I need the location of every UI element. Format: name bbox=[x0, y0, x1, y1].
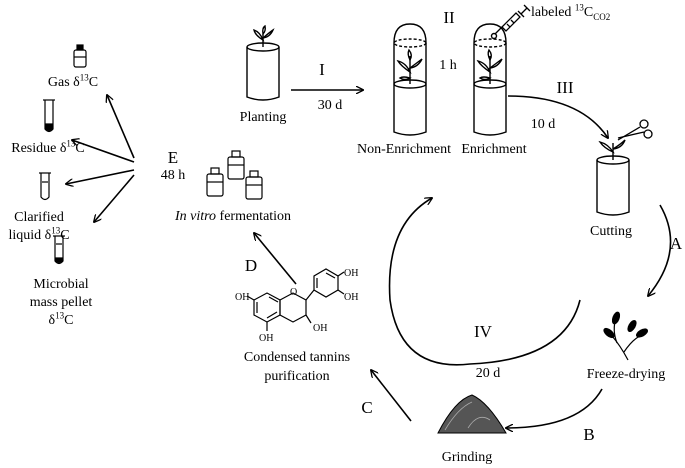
molecule-oh-ring-c: OH bbox=[313, 323, 328, 334]
time-30-days: 30 d bbox=[317, 98, 343, 113]
step-i-label: I bbox=[319, 60, 325, 79]
molecule-oh-top-left: OH bbox=[235, 292, 250, 303]
labeled-co2-label: labeled 13CCO2 bbox=[531, 2, 611, 22]
microbial-output-element: C bbox=[64, 313, 74, 328]
microbial-output-isotope: 13 bbox=[55, 310, 65, 321]
gas-output-label: Gas δ13C bbox=[47, 72, 99, 91]
tannins-label-line2: purification bbox=[264, 369, 330, 384]
enrichment-chamber-icon bbox=[473, 23, 507, 136]
arrow-step-c bbox=[371, 370, 412, 422]
dried-plant-icon bbox=[603, 311, 649, 361]
molecule-oh-catechol-2: OH bbox=[344, 292, 359, 303]
fermentation-label-rest: fermentation bbox=[216, 209, 292, 224]
step-c-label: C bbox=[361, 398, 373, 417]
time-10-days: 10 d bbox=[530, 117, 556, 132]
molecule-oh-catechol-1: OH bbox=[344, 268, 359, 279]
time-48-hours: 48 h bbox=[160, 168, 186, 183]
clarified-output-line1: Clarified bbox=[14, 210, 64, 225]
residue-output-element: C bbox=[75, 141, 85, 156]
labeled-co2-element: C bbox=[583, 5, 594, 20]
labeled-co2-isotope: 13 bbox=[574, 2, 584, 13]
step-a-label: A bbox=[669, 234, 683, 253]
arrows-step-e bbox=[66, 95, 135, 222]
planting-label: Planting bbox=[239, 110, 287, 125]
time-20-days: 20 d bbox=[475, 366, 501, 381]
non-enrichment-chamber-icon bbox=[393, 23, 427, 136]
clarified-output-line2: liquid δ13C bbox=[8, 225, 70, 244]
molecule-ring-oxygen: O bbox=[290, 287, 298, 298]
powder-pile-icon bbox=[437, 394, 507, 434]
microbial-output-line2: mass pellet bbox=[29, 295, 93, 310]
microbial-pellet-tube-icon bbox=[53, 235, 65, 265]
clarified-output-isotope: 13 bbox=[51, 225, 61, 236]
labeled-co2-subscript: CO2 bbox=[593, 11, 611, 22]
arrow-step-b bbox=[506, 388, 603, 428]
residue-output-text: Residue δ bbox=[11, 141, 67, 156]
microbial-output-line1: Microbial bbox=[33, 277, 89, 292]
freeze-drying-label: Freeze-drying bbox=[586, 367, 666, 382]
gas-vial-icon bbox=[73, 44, 87, 68]
non-enrichment-label: Non-Enrichment bbox=[356, 142, 452, 157]
tannins-label-line1: Condensed tannins bbox=[243, 350, 351, 365]
time-1-hour: 1 h bbox=[439, 58, 457, 73]
planting-pot-icon bbox=[246, 24, 280, 101]
molecule-oh-bottom: OH bbox=[259, 333, 274, 344]
step-d-label: D bbox=[244, 256, 258, 275]
fermentation-bottles-icon bbox=[206, 150, 263, 200]
condensed-tannin-molecule-icon bbox=[246, 268, 345, 331]
fermentation-label-italic: In vitro bbox=[174, 209, 217, 224]
clarified-liquid-tube-icon bbox=[39, 172, 51, 201]
enrichment-label: Enrichment bbox=[461, 142, 527, 157]
cutting-pot-icon bbox=[596, 139, 630, 216]
cutting-label: Cutting bbox=[589, 224, 633, 239]
residue-output-label: Residue δ13C bbox=[11, 138, 85, 157]
gas-output-element: C bbox=[88, 75, 99, 90]
step-ii-label: II bbox=[443, 8, 455, 27]
gas-output-text: Gas δ bbox=[47, 75, 80, 90]
clarified-output-element: C bbox=[60, 228, 70, 243]
arrow-step-iii bbox=[507, 95, 608, 138]
arrow-step-a bbox=[648, 204, 672, 296]
gas-output-isotope: 13 bbox=[79, 72, 89, 83]
scissors-icon bbox=[617, 119, 653, 141]
fermentation-label: In vitro fermentation bbox=[175, 209, 291, 225]
step-b-label: B bbox=[583, 425, 595, 444]
grinding-label: Grinding bbox=[441, 450, 493, 465]
step-e-label: E bbox=[167, 148, 179, 167]
syringe-icon bbox=[494, 4, 531, 35]
clarified-output-text: liquid δ bbox=[8, 228, 52, 243]
step-iv-label: IV bbox=[474, 322, 492, 341]
residue-output-isotope: 13 bbox=[66, 138, 76, 149]
microbial-output-text: δ bbox=[48, 313, 56, 328]
labeled-co2-prefix: labeled bbox=[531, 5, 575, 20]
microbial-output-line3: δ13C bbox=[48, 310, 74, 329]
residue-tube-icon bbox=[43, 99, 55, 133]
arrow-step-d bbox=[254, 233, 297, 285]
arrow-step-iv bbox=[388, 198, 581, 366]
step-iii-label: III bbox=[556, 78, 574, 97]
